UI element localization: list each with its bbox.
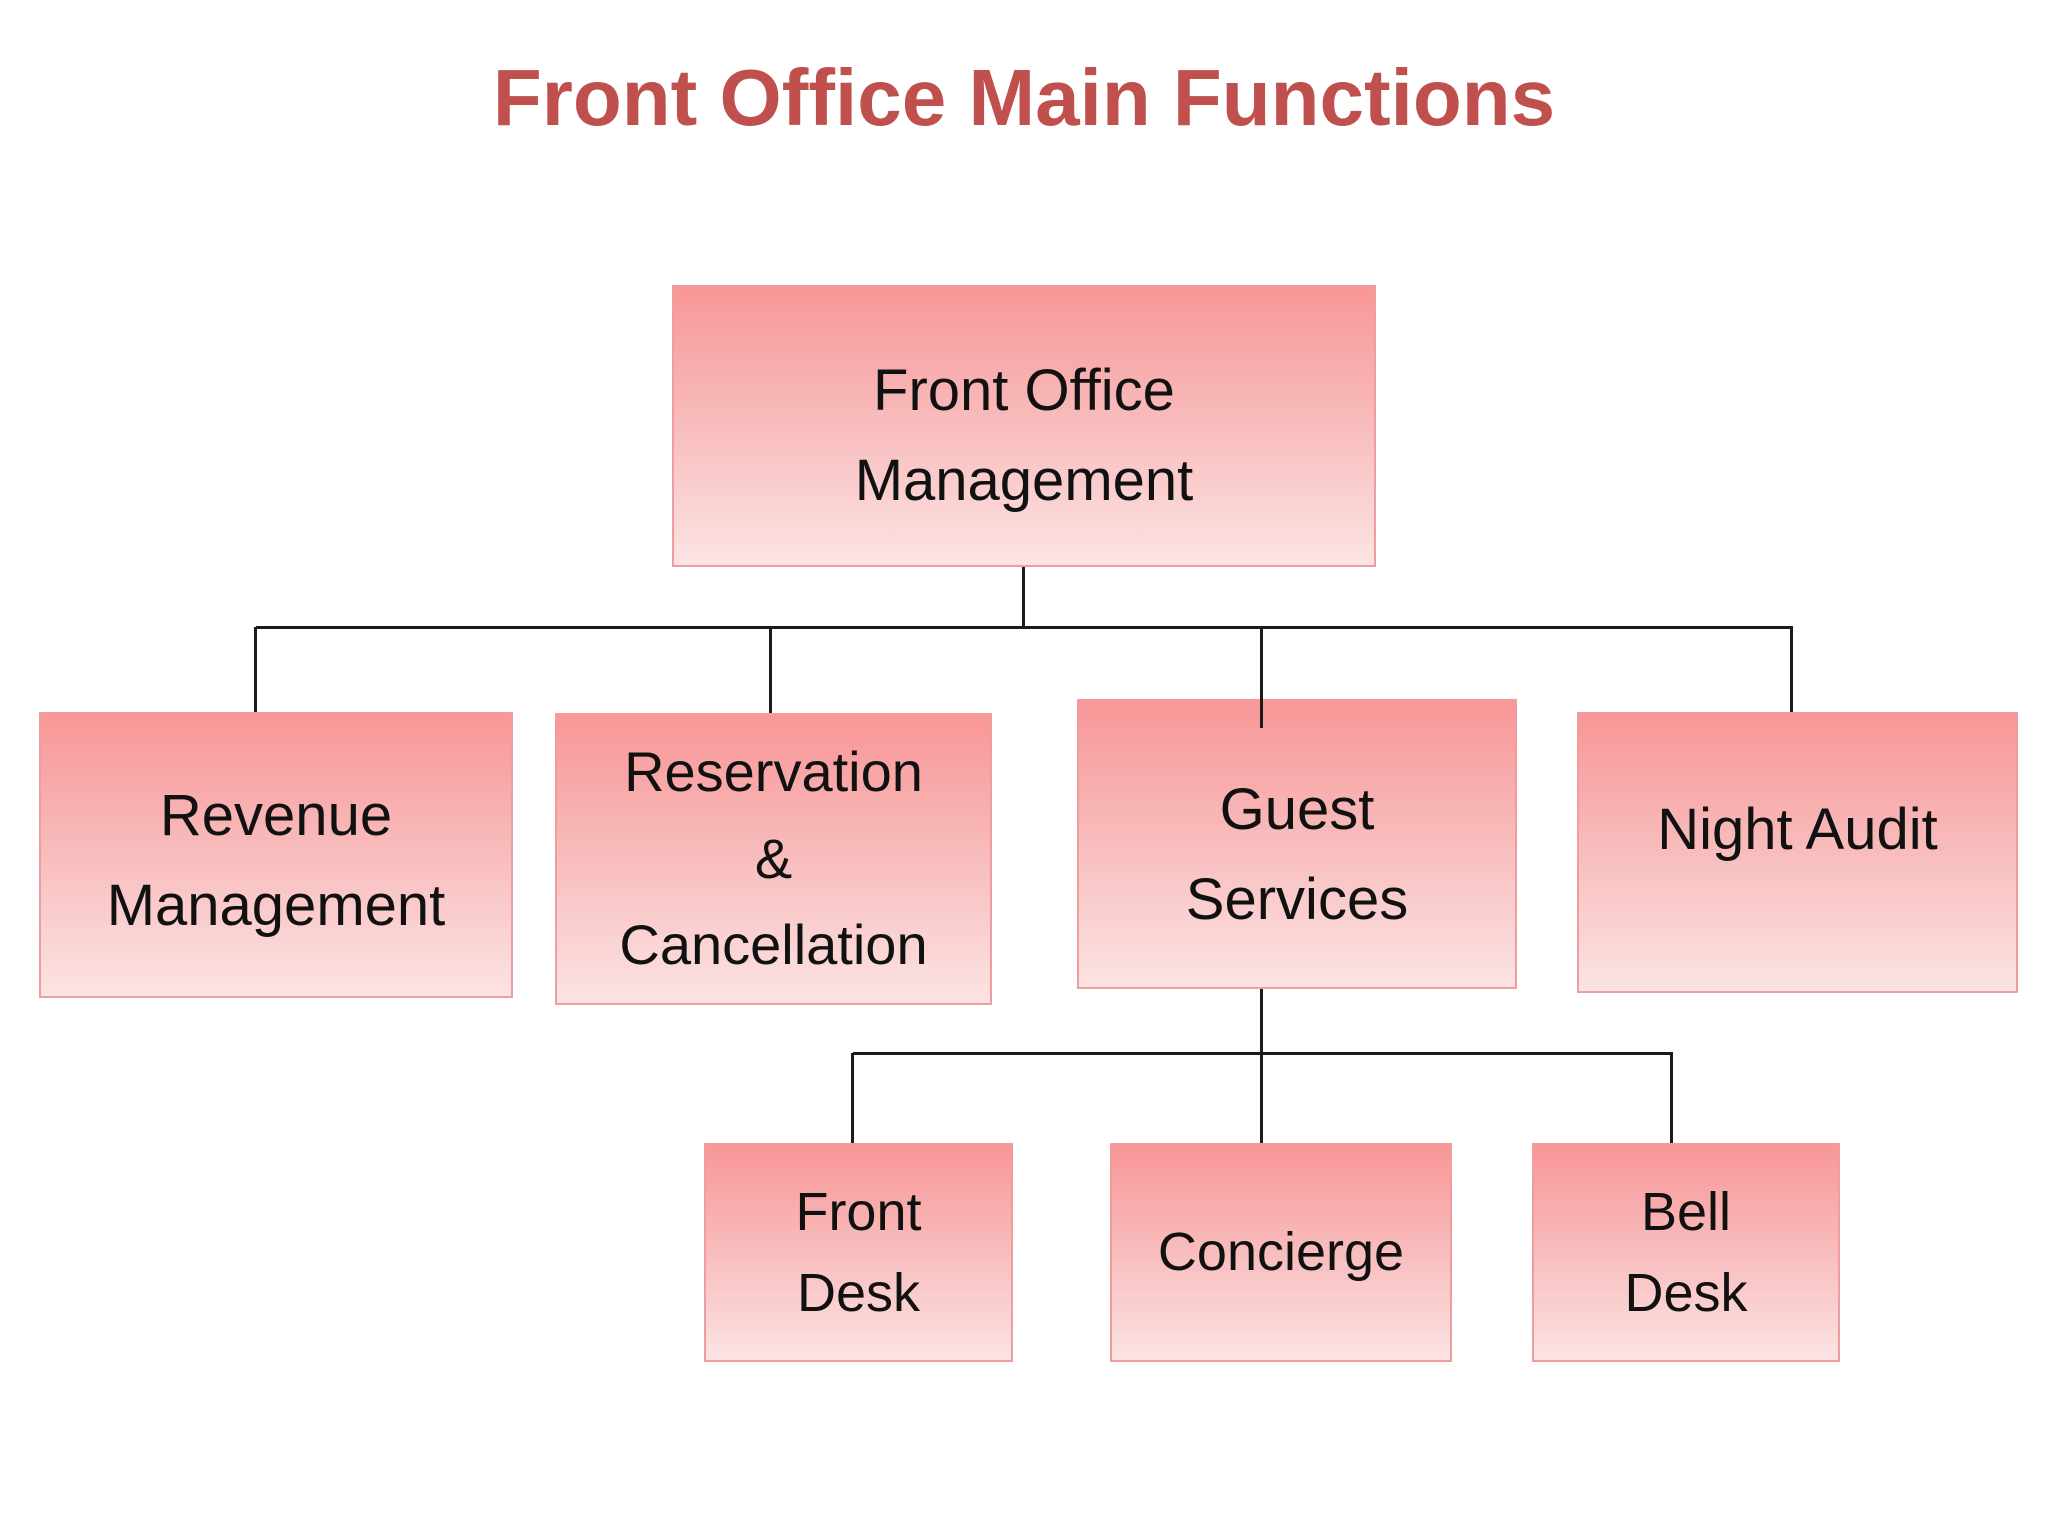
connector-drop-guest: [1260, 627, 1263, 728]
connector-drop-front-desk: [851, 1053, 854, 1143]
connector-drop-bell-desk: [1670, 1053, 1673, 1143]
connector-level3-bus: [853, 1052, 1673, 1055]
node-revenue-management: Revenue Management: [39, 712, 513, 998]
connector-drop-night-audit: [1790, 627, 1793, 712]
node-reservation-cancellation: Reservation & Cancellation: [555, 713, 992, 1005]
connector-drop-revenue: [254, 627, 257, 712]
connector-drop-concierge: [1260, 1053, 1263, 1143]
node-bell-desk: Bell Desk: [1532, 1143, 1840, 1362]
node-guest-services: Guest Services: [1077, 699, 1517, 989]
node-front-desk: Front Desk: [704, 1143, 1013, 1362]
node-front-office-management: Front Office Management: [672, 285, 1376, 567]
node-night-audit: Night Audit: [1577, 712, 2018, 993]
node-concierge: Concierge: [1110, 1143, 1452, 1362]
connector-root-stub: [1022, 567, 1025, 627]
slide-title: Front Office Main Functions: [492, 53, 1556, 142]
connector-drop-reservation: [769, 627, 772, 713]
connector-guest-stub: [1260, 989, 1263, 1053]
connector-level2-bus: [256, 626, 1793, 629]
